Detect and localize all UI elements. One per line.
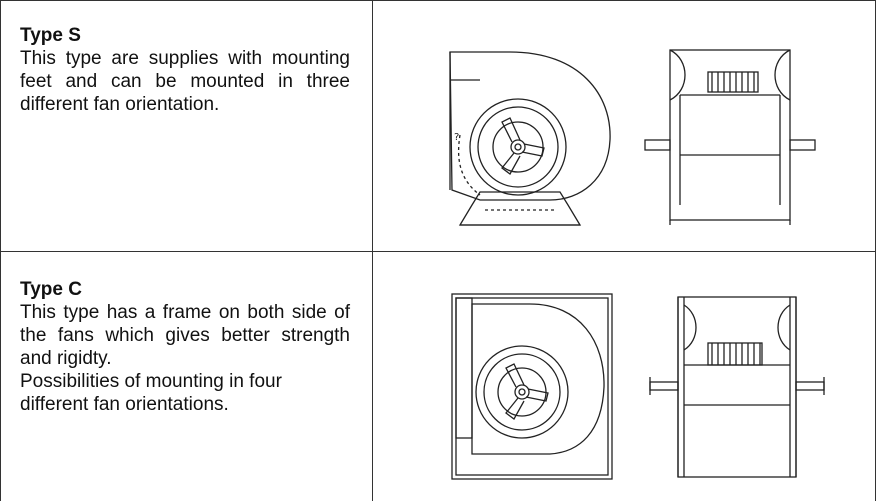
table-left-border — [0, 0, 1, 501]
type-s-front-view-drawing — [644, 49, 816, 225]
type-s-side-view-drawing: ? — [449, 51, 611, 226]
type-c-front-view-drawing — [649, 296, 825, 478]
type-c-title: Type C — [20, 279, 82, 300]
type-s-description: This type are supplies with mounting fee… — [20, 48, 350, 115]
type-s-text: Type S This type are supplies with mount… — [20, 24, 350, 116]
type-s-title: Type S — [20, 25, 81, 46]
type-c-side-view-drawing — [451, 293, 613, 480]
column-divider — [372, 0, 373, 501]
type-c-text: Type C This type has a frame on both sid… — [20, 278, 350, 416]
row-divider — [0, 251, 876, 252]
type-c-description-1: This type has a frame on both side of th… — [20, 302, 350, 369]
svg-text:?: ? — [454, 132, 459, 143]
table-top-border — [0, 0, 876, 1]
type-c-description-2: Possibilities of mounting in four differ… — [20, 371, 282, 415]
